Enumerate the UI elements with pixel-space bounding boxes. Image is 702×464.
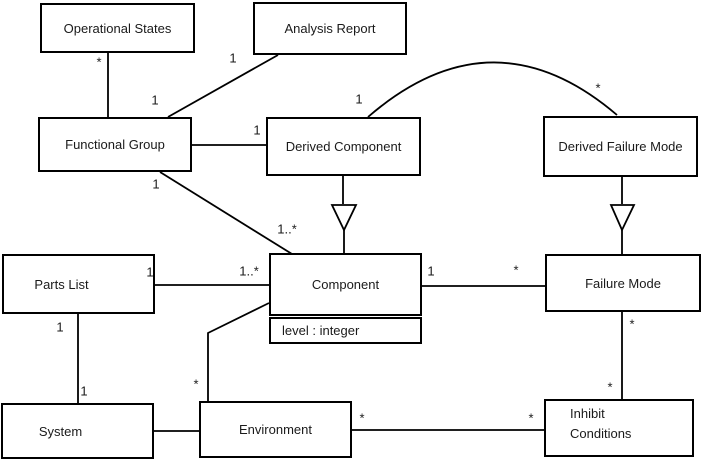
class-name-operational-states: Operational States <box>63 20 172 36</box>
multiplicity-fm-ic-top: * <box>629 316 635 332</box>
multiplicity-pl-sys-bottom: 1 <box>80 383 88 399</box>
class-name-system: System <box>38 423 83 439</box>
class-box-system: System <box>1 403 154 459</box>
association-component-environment <box>207 302 270 401</box>
class-box-derived-component: Derived Component <box>266 117 421 176</box>
multiplicity-fg-dc: 1 <box>253 122 261 138</box>
class-box-derived-failure-mode: Derived Failure Mode <box>543 116 698 177</box>
class-box-environment: Environment <box>199 401 352 458</box>
class-name-compartment-component: Component <box>269 253 422 316</box>
class-name-inhibit-line1: Inhibit <box>570 406 605 421</box>
multiplicity-ar-fg-bottom: 1 <box>151 92 159 108</box>
multiplicity-comp-fm-left: 1 <box>427 263 435 279</box>
multiplicity-env-ic-right: * <box>528 410 534 426</box>
class-box-functional-group: Functional Group <box>38 117 192 172</box>
class-name-functional-group: Functional Group <box>65 137 165 152</box>
multiplicity-fg-comp-bottom: 1..* <box>277 221 297 237</box>
class-box-analysis-report: Analysis Report <box>253 2 407 55</box>
multiplicity-fm-ic-bottom: * <box>607 379 613 395</box>
multiplicity-fg-comp-top: 1 <box>152 176 160 192</box>
multiplicity-dc-dfm-left: 1 <box>355 91 363 107</box>
class-name-inhibit-line2: Conditions <box>570 426 632 441</box>
association-arc-derived-component-derived-failure-mode <box>367 61 618 118</box>
association-functional-group-component <box>159 171 293 255</box>
multiplicity-pl-comp-left: 1 <box>146 264 154 280</box>
class-box-inhibit-conditions: Inhibit Conditions <box>544 399 694 457</box>
multiplicity-ar-fg-top: 1 <box>229 50 237 66</box>
class-box-operational-states: Operational States <box>40 3 195 53</box>
class-name-environment: Environment <box>239 422 312 437</box>
class-name-component: Component <box>311 277 380 292</box>
generalization-triangle-icon-component <box>330 204 358 233</box>
class-attribute-level: level : integer <box>282 323 360 338</box>
multiplicity-comp-fm-right: * <box>513 262 519 278</box>
multiplicity-pl-comp-right: 1..* <box>239 263 259 279</box>
class-box-failure-mode: Failure Mode <box>545 254 701 312</box>
association-analysis-report-functional-group <box>167 54 279 118</box>
class-name-analysis-report: Analysis Report <box>284 21 376 36</box>
multiplicity-comp-env: * <box>193 376 199 392</box>
multiplicity-env-ic-left: * <box>359 410 365 426</box>
class-name-parts-list: Parts List <box>34 276 89 292</box>
class-box-component: Component level : integer <box>269 253 422 344</box>
multiplicity-dc-dfm-right: * <box>595 80 601 96</box>
class-name-failure-mode: Failure Mode <box>585 275 661 291</box>
multiplicity-pl-sys-top: 1 <box>56 319 64 335</box>
class-box-parts-list: Parts List <box>2 254 155 314</box>
generalization-triangle-icon-failure-mode <box>609 204 636 233</box>
class-attribute-compartment-component: level : integer <box>269 317 422 344</box>
class-name-derived-component: Derived Component <box>285 139 402 154</box>
multiplicity-os-fg: * <box>96 54 102 70</box>
class-name-derived-failure-mode: Derived Failure Mode <box>558 139 683 154</box>
